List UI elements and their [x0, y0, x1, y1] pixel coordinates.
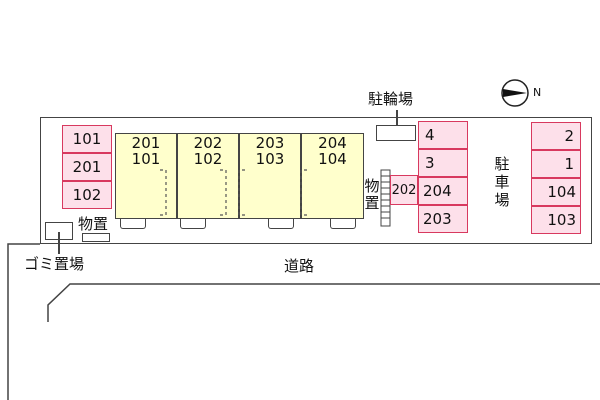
entrance-step [180, 219, 206, 229]
parking-space: 201 [62, 153, 112, 181]
parking-space: 4 [418, 121, 468, 149]
unit-lower-number: 102 [193, 150, 223, 168]
unit-upper-number: 202 [193, 134, 223, 152]
parking-space: 1 [531, 150, 581, 178]
storage-label-left: 物置 [78, 215, 109, 233]
bicycle-parking-leader [396, 110, 398, 125]
unit-lower-number: 103 [255, 150, 285, 168]
unit-upper-number: 204 [318, 134, 347, 152]
parking-space: 101 [62, 125, 112, 153]
garbage-leader [58, 232, 60, 254]
road-label: 道路 [284, 257, 315, 275]
entrance-step [330, 219, 356, 229]
bicycle-parking-label: 駐輪場 [368, 90, 414, 108]
unit-block: 201 101 [115, 133, 177, 219]
storage-box-left [82, 233, 110, 242]
unit-upper-number: 201 [131, 134, 161, 152]
parking-space: 3 [418, 149, 468, 177]
parking-label: 駐車場 [494, 155, 510, 209]
bicycle-parking-area [376, 125, 416, 141]
unit-block: 204 104 [301, 133, 364, 219]
entrance-step [268, 219, 294, 229]
unit-upper-number: 203 [255, 134, 285, 152]
parking-space: 103 [531, 206, 581, 234]
parking-space: 204 [418, 177, 468, 205]
parking-space: 104 [531, 178, 581, 206]
entrance-step [120, 219, 146, 229]
parking-space: 203 [418, 205, 468, 233]
storage-label-right: 物置 [364, 177, 380, 213]
unit-block: 203 103 [239, 133, 301, 219]
garbage-label: ゴミ置場 [24, 255, 85, 273]
north-arrow-icon [500, 78, 532, 110]
parking-space: 2 [531, 122, 581, 150]
parking-space: 202 [390, 175, 418, 205]
unit-lower-number: 104 [318, 150, 347, 168]
unit-lower-number: 101 [131, 150, 161, 168]
parking-space: 102 [62, 181, 112, 209]
compass-label: N [533, 86, 542, 99]
